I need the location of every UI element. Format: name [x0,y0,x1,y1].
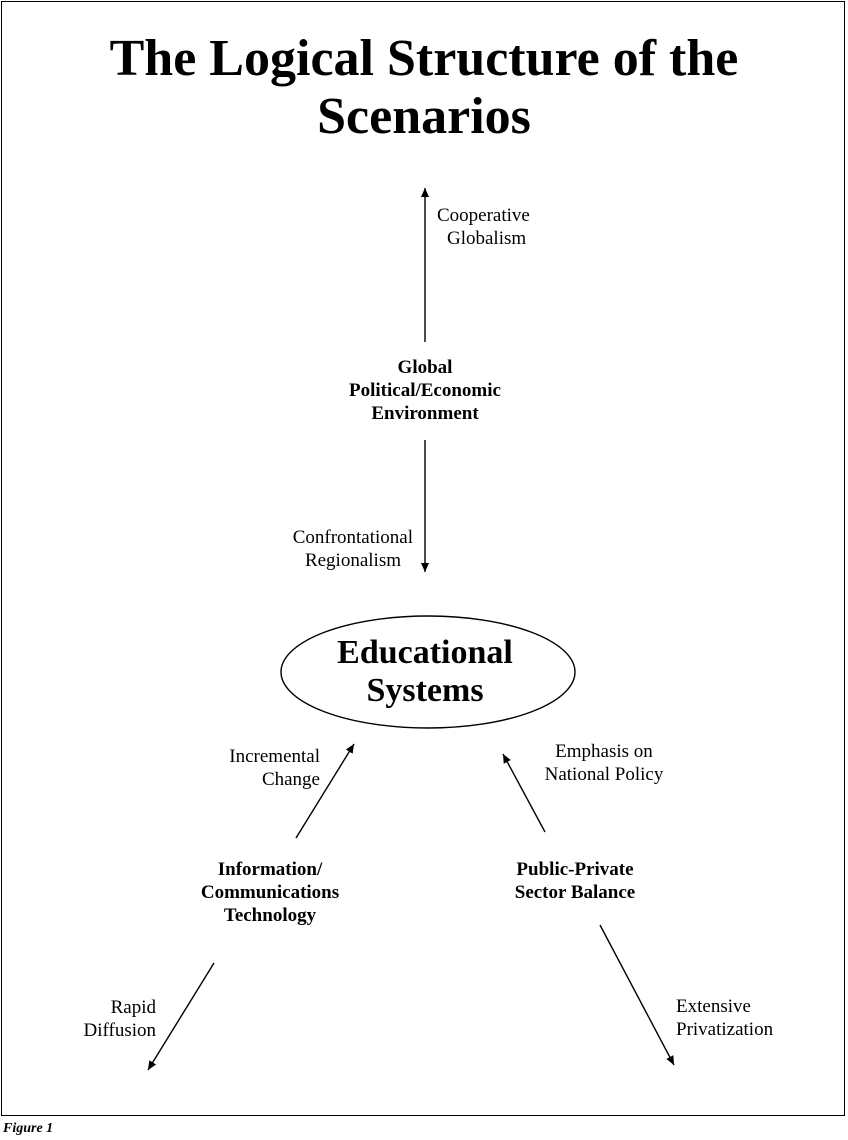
label-incremental-change: Incremental Change [229,746,320,790]
node-global-political-economic-environment: Global Political/Economic Environment [349,357,501,424]
educational-systems-ellipse [280,615,576,729]
arrow-extensive-privatization [599,924,675,1066]
arrow-rapid-diffusion [147,962,215,1071]
figure-caption: Figure 1 [3,1121,54,1136]
label-cooperative-globalism: Cooperative Globalism [437,205,530,249]
label-emphasis-national-policy: Emphasis on National Policy [544,741,664,785]
node-educational-systems: Educational Systems [337,634,513,709]
title-line-2: Scenarios [317,88,531,145]
label-confrontational-regionalism: Confrontational Regionalism [292,527,413,571]
title-line-1: The Logical Structure of the [109,30,739,87]
node-information-communications-technology: Information/ Communications Technology [200,859,340,926]
figure-frame [1,1,845,1116]
arrow-incremental-change [295,743,355,839]
diagram-title: The Logical Structure of the Scenarios [0,30,848,146]
label-rapid-diffusion: Rapid Diffusion [83,997,156,1041]
label-extensive-privatization: Extensive Privatization [676,996,774,1040]
arrow-emphasis-national-policy [502,753,546,833]
node-public-private-sector-balance: Public-Private Sector Balance [514,859,636,903]
